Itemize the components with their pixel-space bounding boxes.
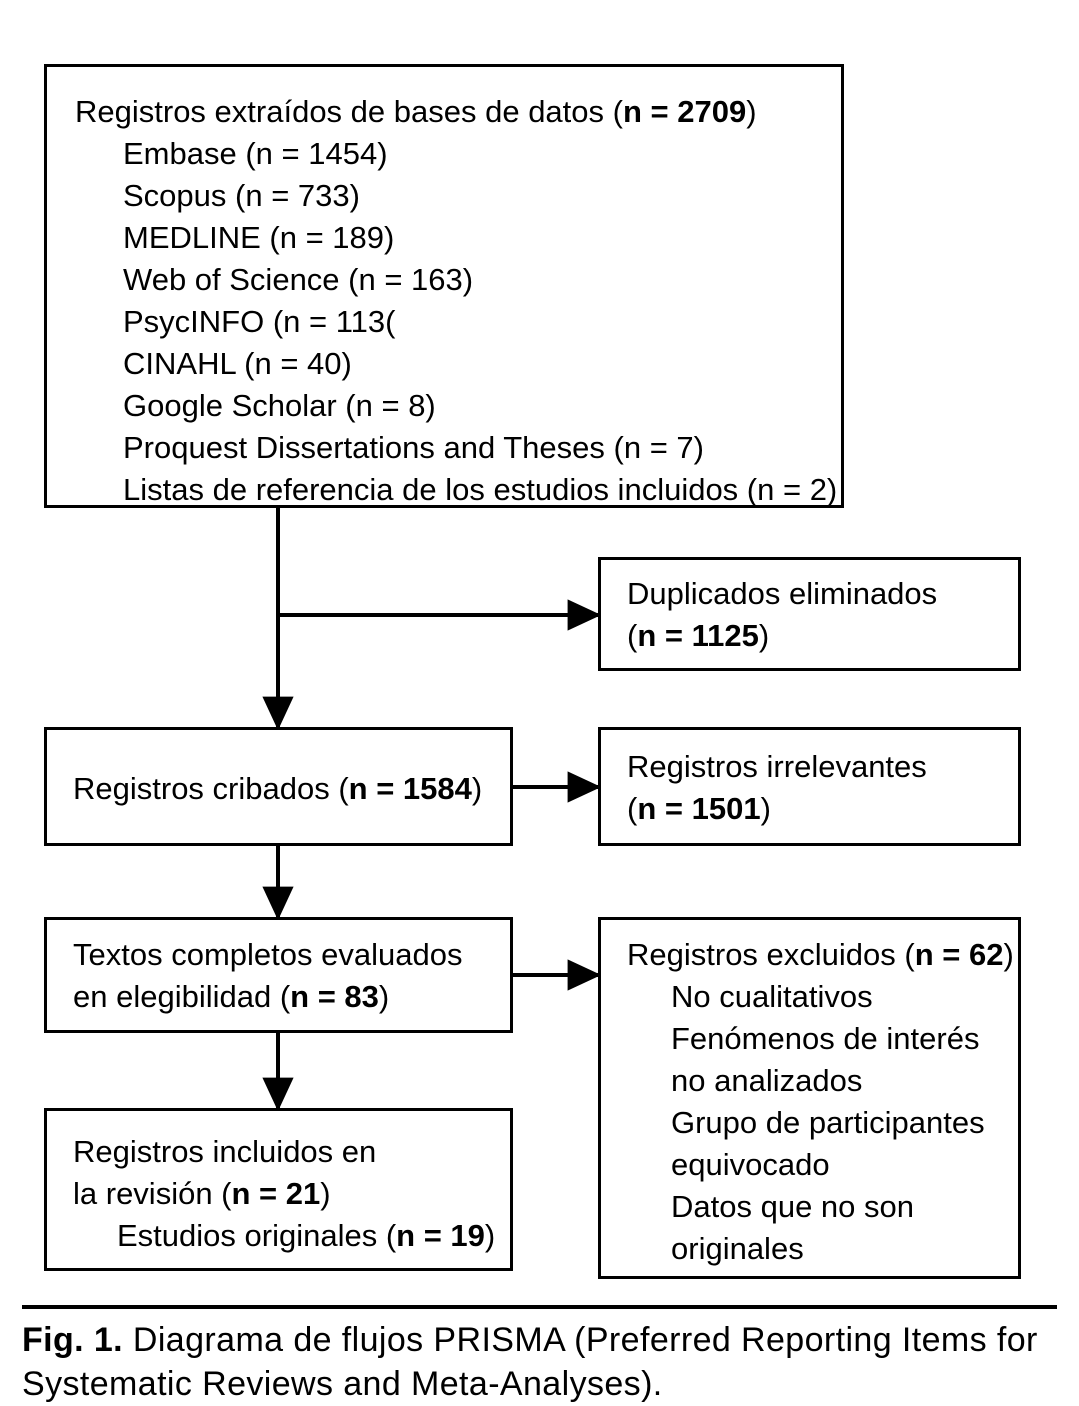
figure-label: Fig. 1. [22, 1321, 124, 1359]
box-fulltext-eligibility: Textos completos evaluados en elegibilid… [44, 917, 513, 1033]
box-records-excluded: Registros excluidos (n = 62) No cualitat… [598, 917, 1021, 1279]
screened-count: n = 1584 [348, 771, 472, 806]
box-records-screened-text: Registros cribados (n = 1584) [47, 768, 510, 810]
exclusion-reason: Fenómenos de interés [671, 1021, 980, 1056]
box-records-excluded-text: Registros excluidos (n = 62) No cualitat… [601, 934, 1018, 1270]
source-line: PsycINFO (n = 113( [123, 304, 396, 339]
irrelevant-count-line: (n = 1501) [627, 791, 771, 826]
records-identified-count: n = 2709 [622, 94, 747, 129]
duplicates-count-line: (n = 1125) [627, 618, 770, 653]
source-line: Embase (n = 1454) [123, 136, 388, 171]
exclusion-reason: equivocado [671, 1147, 830, 1182]
box-records-irrelevant-text: Registros irrelevantes (n = 1501) [601, 746, 1018, 830]
eligibility-count: n = 83 [290, 979, 379, 1014]
exclusion-reason: no analizados [671, 1063, 863, 1098]
records-identified-title: Registros extraídos de bases de datos (n… [75, 94, 757, 129]
irrelevant-label: Registros irrelevantes [627, 749, 927, 784]
included-label: Registros incluidos en [73, 1134, 377, 1169]
box-fulltext-eligibility-text: Textos completos evaluados en elegibilid… [47, 934, 510, 1018]
box-duplicates-removed: Duplicados eliminados (n = 1125) [598, 557, 1021, 671]
box-records-screened: Registros cribados (n = 1584) [44, 727, 513, 846]
excluded-count: n = 62 [914, 937, 1004, 972]
box-records-included-text: Registros incluidos en la revisión (n = … [47, 1131, 510, 1257]
caption-divider [22, 1305, 1057, 1309]
source-line: Web of Science (n = 163) [123, 262, 474, 297]
irrelevant-count: n = 1501 [637, 791, 761, 826]
box-records-irrelevant: Registros irrelevantes (n = 1501) [598, 727, 1021, 846]
included-count-line: la revisión (n = 21) [73, 1176, 331, 1211]
source-line: Proquest Dissertations and Theses (n = 7… [123, 430, 704, 465]
exclusion-reason: Grupo de participantes [671, 1105, 985, 1140]
source-line: Google Scholar (n = 8) [123, 388, 436, 423]
exclusion-reason: originales [671, 1231, 804, 1266]
figure-caption-text: Diagrama de flujos PRISMA (Preferred Rep… [22, 1321, 1038, 1403]
source-line: Scopus (n = 733) [123, 178, 360, 213]
figure-caption: Fig. 1. Diagrama de flujos PRISMA (Prefe… [22, 1318, 1062, 1406]
screened-line: Registros cribados (n = 1584) [73, 771, 483, 806]
exclusion-reason: No cualitativos [671, 979, 873, 1014]
duplicates-count: n = 1125 [637, 618, 759, 653]
box-records-identified-text: Registros extraídos de bases de datos (n… [47, 91, 841, 511]
box-records-identified: Registros extraídos de bases de datos (n… [44, 64, 844, 508]
eligibility-label: Textos completos evaluados [73, 937, 463, 972]
included-original-studies-count: n = 19 [396, 1218, 485, 1253]
included-original-studies-line: Estudios originales (n = 19) [117, 1218, 496, 1253]
exclusion-reason: Datos que no son [671, 1189, 915, 1224]
source-line: MEDLINE (n = 189) [123, 220, 395, 255]
duplicates-label: Duplicados eliminados [627, 576, 938, 611]
included-count: n = 21 [231, 1176, 321, 1211]
box-duplicates-removed-text: Duplicados eliminados (n = 1125) [601, 573, 1018, 657]
excluded-title: Registros excluidos (n = 62) [627, 937, 1014, 972]
box-records-included: Registros incluidos en la revisión (n = … [44, 1108, 513, 1271]
eligibility-count-line: en elegibilidad (n = 83) [73, 979, 390, 1014]
source-line: Listas de referencia de los estudios inc… [123, 472, 838, 507]
source-line: CINAHL (n = 40) [123, 346, 352, 381]
